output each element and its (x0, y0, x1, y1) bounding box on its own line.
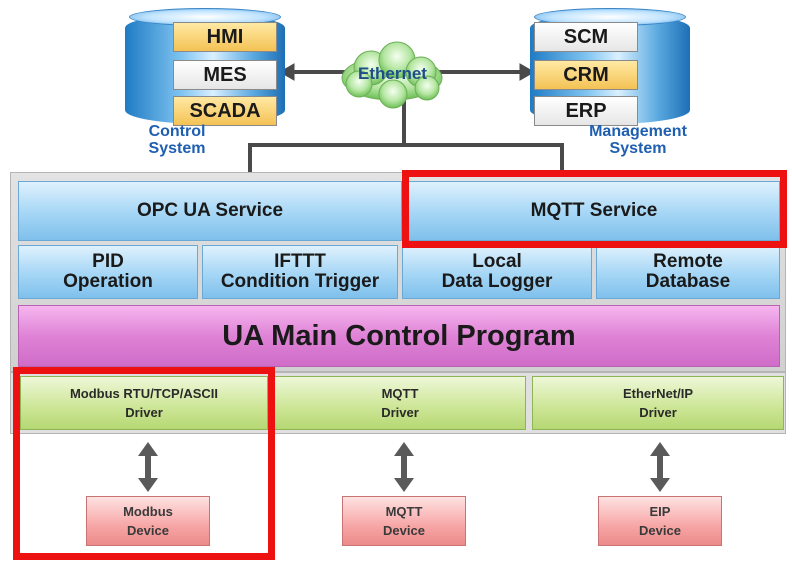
function-local-data-logger: Local Data Logger (402, 245, 592, 299)
caption-line: Control (148, 123, 206, 140)
driver-line: Driver (639, 405, 677, 420)
caption-line: System (148, 140, 206, 157)
driver-line: EtherNet/IP (622, 386, 694, 401)
cloud-icon (341, 41, 443, 109)
driver-line: Modbus RTU/TCP/ASCII (69, 386, 219, 401)
label-scada: SCADA (173, 96, 277, 126)
function-line: Database (645, 271, 731, 292)
mqtt-service: MQTT Service (408, 181, 780, 241)
label-erp: ERP (534, 96, 638, 126)
label-mes: MES (173, 60, 277, 90)
device-line: Device (639, 523, 681, 538)
function-line: IFTTT (274, 251, 326, 272)
ethernet-cloud: Ethernet (335, 40, 450, 112)
driver-ethernet-ip: EtherNet/IP Driver (532, 376, 784, 430)
ethernet-drop-lines (248, 100, 564, 172)
driver-modbus: Modbus RTU/TCP/ASCII Driver (20, 376, 268, 430)
label-crm: CRM (534, 60, 638, 90)
management-system-caption: Management System (568, 123, 708, 157)
management-system-database: SCM CRM ERP (530, 8, 690, 126)
function-line: PID (92, 251, 124, 272)
device-modbus: Modbus Device (86, 496, 210, 546)
device-line: Device (383, 523, 425, 538)
function-line: Operation (63, 271, 153, 292)
device-line: Device (127, 523, 169, 538)
driver-line: Driver (125, 405, 163, 420)
label-hmi: HMI (173, 22, 277, 52)
caption-line: Management (589, 123, 687, 140)
label-scm: SCM (534, 22, 638, 52)
function-pid: PID Operation (18, 245, 198, 299)
function-line: Local (472, 251, 522, 272)
driver-mqtt: MQTT Driver (274, 376, 526, 430)
function-line: Remote (653, 251, 723, 272)
device-line: Modbus (123, 504, 173, 519)
device-line: MQTT (385, 504, 423, 519)
control-system-caption: Control System (118, 123, 236, 157)
function-remote-database: Remote Database (596, 245, 780, 299)
opc-ua-service: OPC UA Service (18, 181, 402, 241)
driver-line: Driver (381, 405, 419, 420)
driver-line: MQTT (381, 386, 419, 401)
device-line: EIP (649, 504, 671, 519)
function-line: Condition Trigger (220, 271, 380, 292)
function-line: Data Logger (441, 271, 553, 292)
caption-line: System (609, 140, 667, 157)
device-eip: EIP Device (598, 496, 722, 546)
mqtt-link-arrow (394, 442, 414, 492)
ethernet-label: Ethernet (358, 64, 427, 83)
modbus-link-arrow (138, 442, 158, 492)
ua-main-control-program: UA Main Control Program (18, 305, 780, 367)
device-mqtt: MQTT Device (342, 496, 466, 546)
eip-link-arrow (650, 442, 670, 492)
function-ifttt: IFTTT Condition Trigger (202, 245, 398, 299)
control-system-database: HMI MES SCADA (125, 8, 285, 126)
